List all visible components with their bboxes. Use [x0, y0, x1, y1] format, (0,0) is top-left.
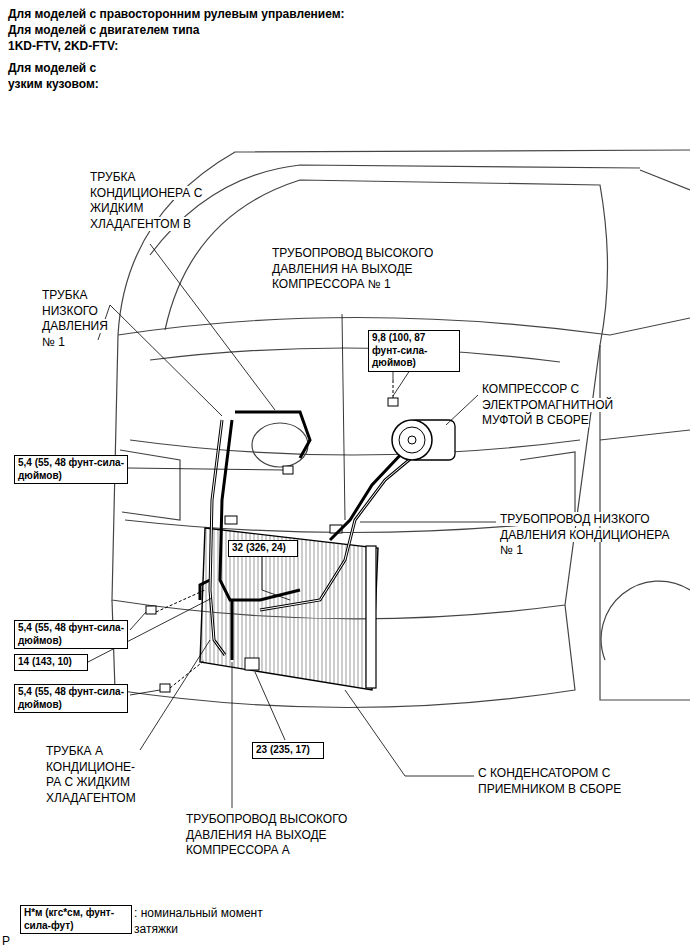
drawing-part	[120, 450, 180, 520]
leader-lines	[88, 244, 496, 808]
drawing-part	[366, 546, 376, 688]
drawing-part	[225, 516, 237, 524]
drawing-part	[210, 420, 225, 655]
condenser	[200, 516, 378, 690]
torque-box: 9,8 (100, 87 фунт-сила-дюймов)	[368, 330, 460, 372]
subheading-text: Для моделей с двигателем типа 1KD-FTV, 2…	[8, 23, 200, 53]
refrigerant-pipes	[200, 412, 415, 660]
subheading: Для моделей с двигателем типа 1KD-FTV, 2…	[8, 22, 208, 54]
drawing-part	[446, 395, 478, 425]
part-name-text: ТРУБОПРОВОД ВЫСОКОГО ДАВЛЕНИЯ НА ВЫХОДЕ …	[272, 246, 433, 291]
torque-value: Н*м (кгс*см, фунт-сила-фут)	[24, 907, 128, 932]
drawing-part	[170, 660, 205, 688]
legend-note: : номинальный момент затяжки	[134, 906, 264, 937]
drawing-part	[146, 606, 156, 614]
drawing-part	[399, 427, 425, 453]
part-name-text: ТРУБОПРОВОД ВЫСОКОГО ДАВЛЕНИЯ НА ВЫХОДЕ …	[186, 812, 347, 857]
torque-box: 32 (326, 24)	[228, 540, 298, 557]
drawing-part	[118, 150, 690, 335]
drawing-part	[245, 658, 259, 670]
part-name: ТРУБОПРОВОД НИЗКОГО ДАВЛЕНИЯ КОНДИЦИОНЕР…	[500, 512, 682, 559]
part-name-text: ТРУБКА А КОНДИЦИОНЕ- РА С ЖИДКИМ ХЛАДАГЕ…	[46, 744, 136, 805]
torque-box: 23 (235, 17)	[252, 742, 324, 759]
part-name: С КОНДЕНСАТОРОМ С ПРИЕМНИКОМ В СБОРЕ	[478, 766, 628, 797]
drawing-part	[262, 556, 263, 590]
bolts	[146, 380, 398, 692]
subheading-text: Для моделей с узким кузовом:	[8, 61, 99, 91]
legend-box: Н*м (кгс*см, фунт-сила-фут)	[20, 905, 132, 934]
page-mark-text: P	[2, 934, 10, 948]
drawing-part	[342, 314, 345, 520]
drawing-part	[130, 440, 580, 455]
drawing-part	[210, 420, 225, 655]
drawing-part	[345, 690, 405, 776]
part-name-text: КОМПРЕССОР С ЭЛЕКТРОМАГНИТНОЙ МУФТОЙ В С…	[482, 382, 613, 427]
part-name-text: С КОНДЕНСАТОРОМ С ПРИЕМНИКОМ В СБОРЕ	[478, 766, 621, 796]
drawing-part	[283, 466, 293, 474]
drawing-part	[128, 468, 283, 470]
torque-value: 5,4 (55, 48 фунт-сила-дюймов)	[18, 686, 124, 711]
drawing-part	[600, 430, 690, 440]
drawing-part	[262, 590, 290, 600]
heading: Для моделей с правосторонним рулевым упр…	[8, 6, 428, 22]
part-name-text: ТРУБКА НИЗКОГО ДАВЛЕНИЯ № 1	[42, 288, 108, 349]
heading-text: Для моделей с правосторонним рулевым упр…	[8, 7, 345, 21]
drawing-part	[601, 581, 690, 660]
torque-value: 32 (326, 24)	[232, 542, 294, 555]
drawing-part	[408, 436, 416, 444]
drawing-part	[235, 412, 310, 458]
drawing-part	[360, 522, 496, 523]
torque-box: 5,4 (55, 48 фунт-сила-дюймов)	[14, 620, 128, 649]
legend-note-text: : номинальный момент затяжки	[134, 906, 263, 936]
drawing-part	[130, 690, 160, 695]
drawing-part	[150, 165, 640, 255]
torque-value: 5,4 (55, 48 фунт-сила-дюймов)	[18, 622, 124, 647]
drawing-part	[110, 305, 222, 416]
drawing-part	[165, 180, 608, 345]
drawing-part	[200, 528, 378, 690]
drawing-part	[232, 662, 233, 808]
part-name: ТРУБКА А КОНДИЦИОНЕ- РА С ЖИДКИМ ХЛАДАГЕ…	[46, 744, 140, 806]
drawing-part	[640, 170, 690, 190]
drawing-part	[255, 672, 285, 740]
drawing-part	[140, 640, 210, 750]
part-name-text: ТРУБОПРОВОД НИЗКОГО ДАВЛЕНИЯ КОНДИЦИОНЕР…	[500, 512, 670, 557]
van-body	[112, 150, 690, 708]
drawing-part	[405, 776, 474, 777]
drawing-part	[150, 348, 560, 362]
drawing-part	[210, 420, 415, 655]
subheading: Для моделей с узким кузовом:	[8, 60, 120, 92]
torque-value: 5,4 (55, 48 фунт-сила-дюймов)	[18, 457, 124, 482]
compressor	[392, 420, 455, 460]
torque-value: 9,8 (100, 87 фунт-сила-дюймов)	[372, 332, 456, 370]
drawing-part	[156, 590, 205, 612]
torque-box: 5,4 (55, 48 фунт-сила-дюймов)	[14, 455, 128, 484]
torque-box: 14 (143, 10)	[14, 654, 88, 671]
page-mark: P	[2, 934, 22, 950]
part-name-text: ТРУБКА КОНДИЦИОНЕРА С ЖИДКИМ ХЛАДАГЕНТОМ…	[90, 170, 202, 231]
drawing-part	[330, 450, 405, 540]
drawing-part	[231, 600, 234, 660]
torque-value: 23 (235, 17)	[256, 744, 320, 757]
drawing-part	[220, 420, 300, 600]
drawing-part	[150, 244, 275, 410]
drawing-part	[160, 684, 170, 692]
drawing-part	[252, 423, 308, 467]
torque-box: 5,4 (55, 48 фунт-сила-дюймов)	[14, 684, 128, 713]
torque-value: 14 (143, 10)	[18, 656, 84, 669]
part-name: ТРУБОПРОВОД ВЫСОКОГО ДАВЛЕНИЯ НА ВЫХОДЕ …	[186, 812, 364, 859]
drawing-part	[130, 612, 146, 630]
part-name: ТРУБКА НИЗКОГО ДАВЛЕНИЯ № 1	[42, 288, 122, 350]
part-name: КОМПРЕССОР С ЭЛЕКТРОМАГНИТНОЙ МУФТОЙ В С…	[482, 382, 624, 429]
drawing-part	[392, 420, 432, 460]
part-name: ТРУБОПРОВОД ВЫСОКОГО ДАВЛЕНИЯ НА ВЫХОДЕ …	[272, 246, 460, 293]
part-name: ТРУБКА КОНДИЦИОНЕРА С ЖИДКИМ ХЛАДАГЕНТОМ…	[90, 170, 218, 232]
drawing-part	[388, 398, 398, 406]
drawing-part	[260, 455, 415, 610]
